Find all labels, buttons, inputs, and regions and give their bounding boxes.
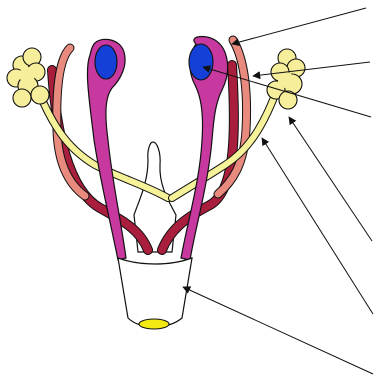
left-kidney-ureter [87,39,126,260]
left-renal-pelvis [95,45,117,79]
leader-line-5 [262,138,373,314]
right-kidney-ureter [181,37,228,260]
leader-line-6 [183,287,373,374]
bladder-opening [139,319,169,329]
bladder [118,258,192,329]
leader-line-1 [232,8,366,44]
right-renal-pelvis [189,44,213,80]
leader-line-4 [289,117,372,241]
leader-line-2 [253,62,370,76]
left-gonad [7,48,49,107]
